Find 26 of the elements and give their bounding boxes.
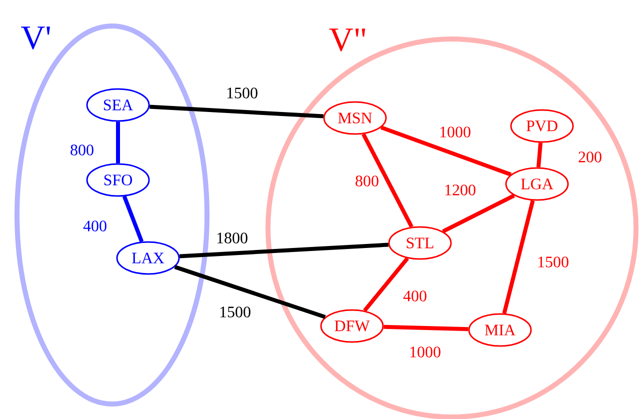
route-line: [122, 196, 144, 242]
route-line: [149, 104, 324, 118]
route-line: [384, 324, 468, 332]
route-line: [442, 194, 515, 234]
edge-label: 1500: [218, 306, 252, 318]
route-line: [179, 242, 389, 258]
edge-label: 1500: [536, 256, 570, 268]
route-line: [363, 257, 409, 312]
edge-label: 200: [577, 150, 603, 164]
edge-label: 800: [69, 144, 95, 156]
group-heading: V": [329, 28, 366, 52]
route-line: [536, 142, 543, 168]
edge-label: 1000: [408, 346, 442, 358]
edge-label: 400: [402, 290, 428, 302]
route-line: [362, 133, 414, 228]
edge-label: 400: [82, 220, 108, 232]
route-line: [380, 126, 512, 176]
edge-label: 1500: [225, 86, 259, 100]
edge-label: 1200: [443, 184, 477, 196]
route-line: [502, 200, 535, 314]
route-line: [116, 122, 120, 164]
route-line: [174, 265, 326, 319]
edge-label: 800: [354, 174, 380, 188]
edge-label: 1000: [438, 126, 472, 138]
edge-label: 1800: [215, 232, 249, 244]
group-heading: V': [21, 26, 50, 50]
